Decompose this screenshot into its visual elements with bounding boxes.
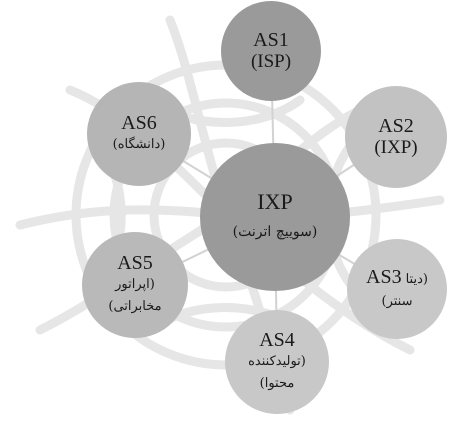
node-as4: AS4 (تولیدکننده محتوا) (225, 310, 329, 414)
node-as5-name: AS5 (117, 252, 153, 274)
node-as3-desc-line2: سنتر) (381, 293, 413, 309)
node-as2: AS2 (IXP) (345, 86, 447, 188)
node-ixp-name: IXP (257, 189, 293, 214)
node-ixp-center: IXP (سوییچ اترنت) (200, 143, 350, 291)
node-as1-name: AS1 (253, 29, 289, 51)
node-as4-name: AS4 (259, 329, 295, 351)
node-as2-name: AS2 (378, 115, 414, 137)
node-as4-desc-line2: محتوا) (259, 376, 295, 391)
node-as5-desc-line2: مخابراتی) (108, 299, 162, 314)
node-as3-name: AS3 (366, 265, 402, 288)
node-as1: AS1 (ISP) (221, 1, 321, 101)
node-as1-desc: (ISP) (250, 51, 292, 72)
node-as6-desc: (دانشگاه) (112, 137, 166, 152)
node-as6: AS6 (دانشگاه) (87, 82, 191, 186)
node-as5-desc-line1: (اپراتور (115, 277, 155, 292)
node-as6-name: AS6 (121, 112, 157, 134)
node-as3: (دیتا AS3 سنتر) (347, 239, 447, 339)
node-as4-desc-line1: (تولیدکننده (248, 354, 306, 369)
node-as3-first-line: (دیتا AS3 (366, 266, 428, 291)
node-as2-desc: (IXP) (374, 137, 418, 158)
node-as3-desc-line1: (دیتا (405, 271, 428, 287)
node-as5: AS5 (اپراتور مخابراتی) (82, 232, 188, 338)
node-ixp-desc: (سوییچ اترنت) (232, 224, 318, 240)
